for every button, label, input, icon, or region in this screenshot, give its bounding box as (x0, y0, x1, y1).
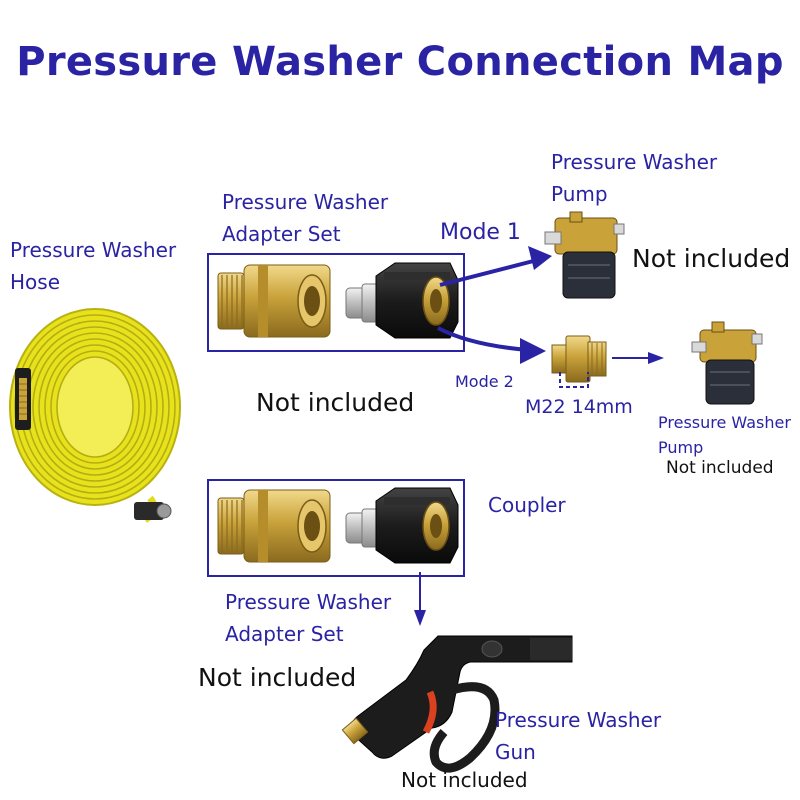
gun-label-line1: Pressure Washer (495, 708, 662, 732)
spray-gun-icon (341, 635, 573, 773)
pump-top-not-included: Not included (632, 244, 791, 273)
adapter-set-bottom-box (207, 479, 465, 577)
pump-top-label-line2: Pump (551, 182, 608, 206)
pump-bottom-not-included: Not included (666, 458, 774, 478)
hose-label-line1: Pressure Washer (10, 238, 177, 262)
pump-bottom-label-line2: Pump (658, 438, 704, 457)
mode1-arrow-head (528, 246, 552, 270)
page-title: Pressure Washer Connection Map (16, 39, 784, 85)
pump-icon (691, 321, 763, 405)
brass-adapter-icon (551, 335, 607, 383)
pump-top-label-line1: Pressure Washer (551, 150, 718, 174)
black-m22-fitting-icon (375, 487, 459, 564)
gun-not-included-bottom: Not included (401, 768, 528, 792)
brass-quick-connector-icon (217, 489, 331, 563)
mode1-arrow (439, 256, 546, 287)
adapter-to-gun-arrow-head (414, 610, 426, 626)
brass-quick-connector-icon (217, 264, 331, 338)
gun-not-included-left: Not included (198, 663, 357, 692)
mode2-label: Mode 2 (455, 372, 514, 391)
gun-label-line2: Gun (495, 740, 536, 764)
pump-bottom-label-line1: Pressure Washer (658, 413, 791, 432)
adapter-bottom-label-line1: Pressure Washer (225, 590, 392, 614)
black-m22-fitting-icon (375, 262, 459, 339)
adapter-top-label-line1: Pressure Washer (222, 190, 389, 214)
m22-label: M22 14mm (525, 396, 633, 418)
hose-label-line2: Hose (10, 270, 60, 294)
m22-thread-bracket (559, 372, 589, 388)
adapter-bottom-label-line2: Adapter Set (225, 622, 344, 646)
coupler-label: Coupler (488, 493, 566, 517)
adapter-top-label-line2: Adapter Set (222, 222, 341, 246)
mode1-label: Mode 1 (440, 220, 521, 245)
adapter-set-top-box (207, 253, 465, 352)
mode2-arrow-head (520, 338, 546, 364)
adapter-top-not-included: Not included (256, 388, 415, 417)
pump-icon (544, 211, 625, 299)
coiled-hose-icon (9, 308, 181, 523)
mode2-arrow (437, 326, 529, 352)
adapter-to-pump-arrow-head (648, 352, 664, 364)
